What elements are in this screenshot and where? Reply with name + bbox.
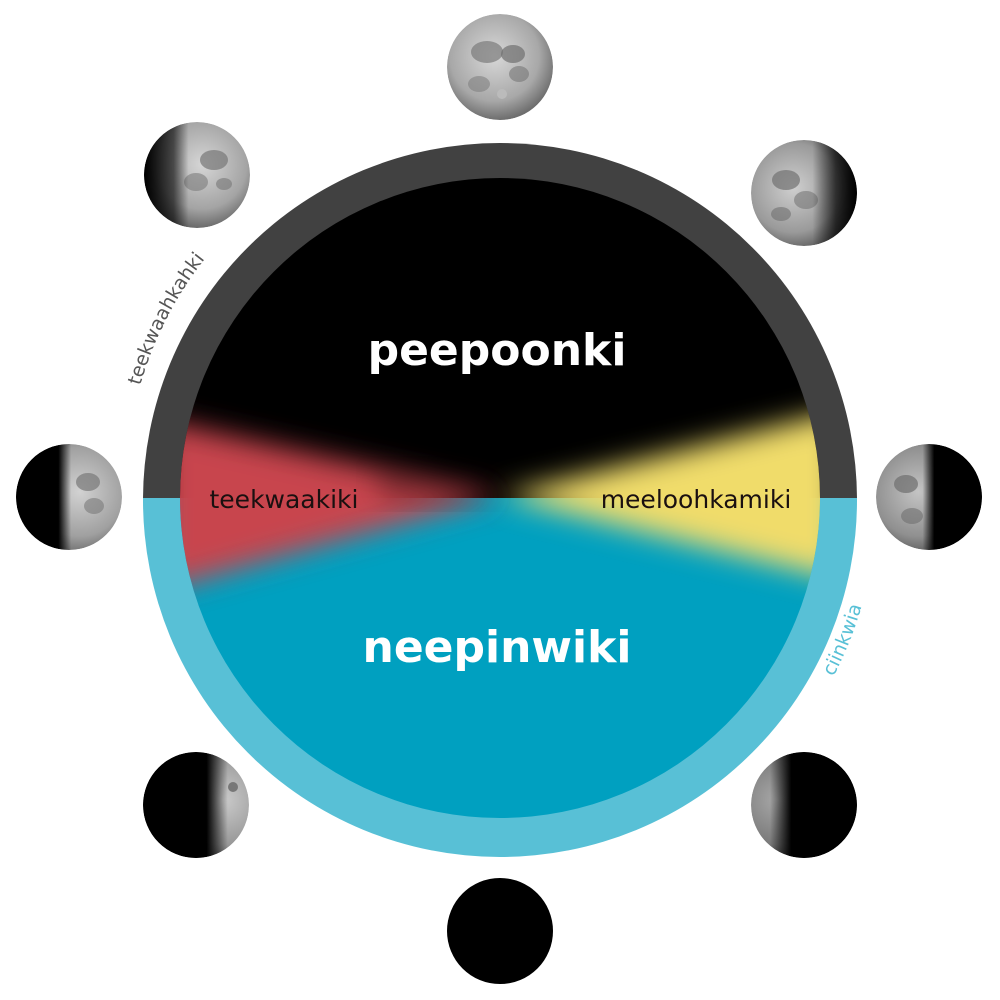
- region-top-label: peepoonki: [368, 325, 627, 376]
- waxing-gibbous-moon-icon: [144, 122, 250, 228]
- first-quarter-moon-icon: [16, 444, 122, 550]
- region-left-label: teekwaakiki: [210, 485, 359, 514]
- waning-crescent-moon-icon: [751, 752, 857, 858]
- region-right-label: meeloohkamiki: [601, 485, 792, 514]
- waxing-crescent-moon-icon: [143, 752, 249, 858]
- region-bottom-label: neepinwiki: [363, 622, 632, 673]
- new-moon-icon: [447, 878, 553, 984]
- region-left-wedge: [180, 420, 500, 590]
- full-moon-icon: [447, 14, 553, 120]
- waning-gibbous-moon-icon: [751, 140, 857, 246]
- last-quarter-moon-icon: [876, 444, 982, 550]
- region-right-wedge: [500, 410, 820, 580]
